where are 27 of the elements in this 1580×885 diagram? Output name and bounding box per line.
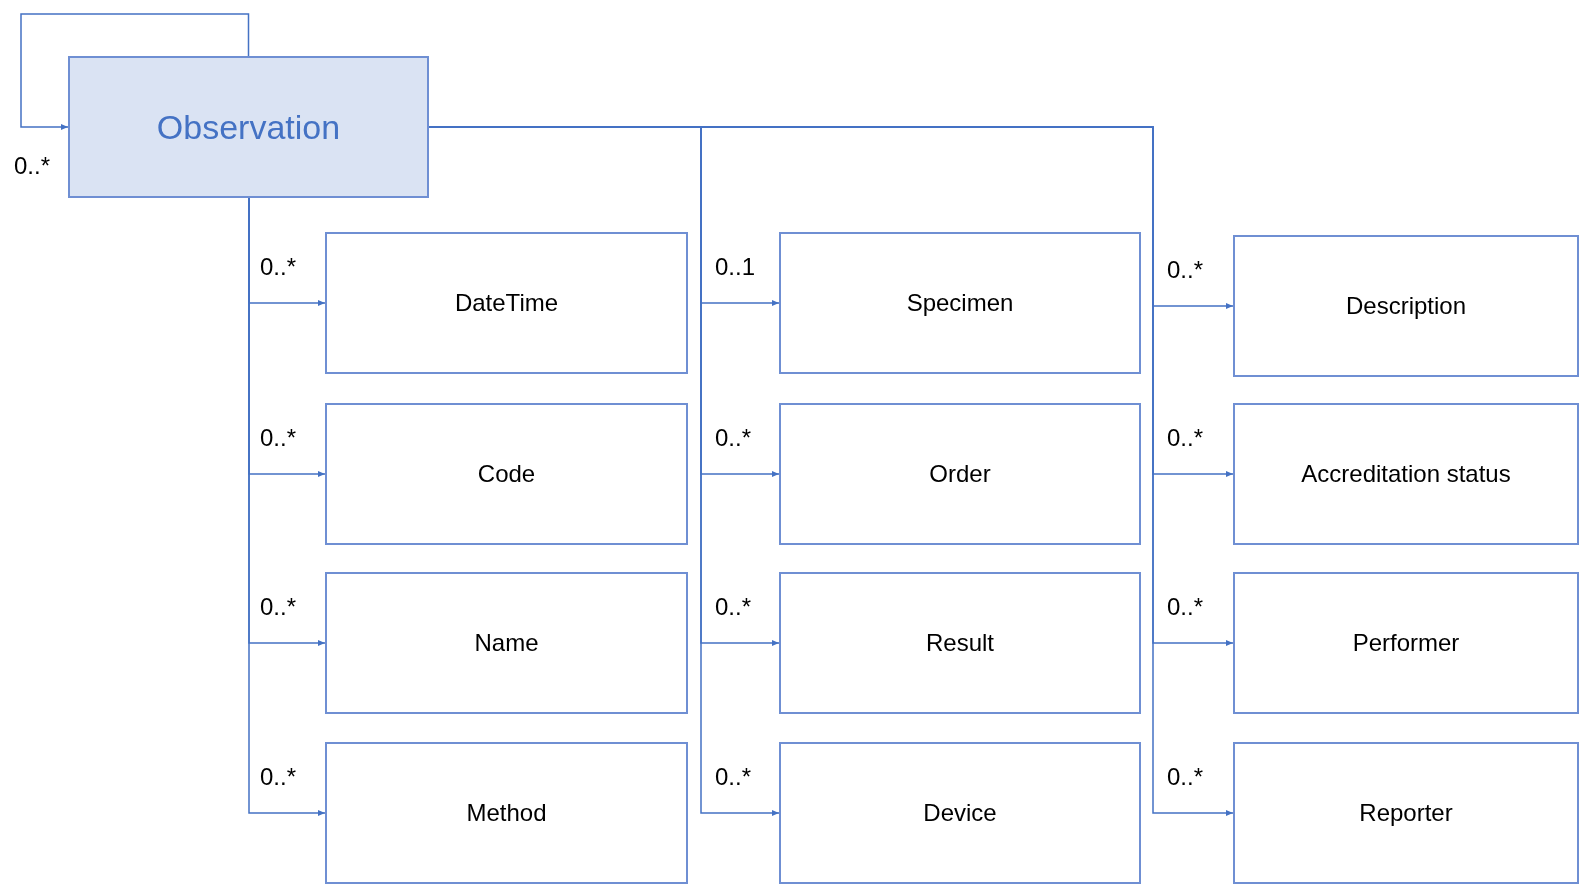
class-name: Device bbox=[923, 798, 997, 828]
class-name: Performer bbox=[1352, 628, 1460, 658]
class-name: Method bbox=[466, 798, 547, 828]
class-box bbox=[68, 56, 429, 198]
class-name: Name bbox=[474, 628, 539, 658]
class-box bbox=[325, 742, 688, 884]
class-box bbox=[779, 742, 1141, 884]
class-box bbox=[779, 572, 1141, 714]
class-name: Result bbox=[926, 628, 994, 658]
class-box bbox=[325, 572, 688, 714]
class-name: Order bbox=[929, 459, 991, 489]
class-box bbox=[779, 403, 1141, 545]
class-box bbox=[325, 403, 688, 545]
class-name: Specimen bbox=[906, 288, 1014, 318]
class-box bbox=[1233, 235, 1579, 377]
class-name: DateTime bbox=[454, 288, 559, 318]
class-box bbox=[325, 232, 688, 374]
class-name: Code bbox=[477, 459, 536, 489]
class-name: Accreditation status bbox=[1301, 459, 1511, 489]
class-name: Reporter bbox=[1359, 798, 1453, 828]
class-name: Observation bbox=[156, 106, 341, 148]
class-box bbox=[1233, 742, 1579, 884]
class-box bbox=[1233, 572, 1579, 714]
class-box bbox=[779, 232, 1141, 374]
class-name: Description bbox=[1345, 291, 1466, 321]
class-box bbox=[1233, 403, 1579, 545]
connector-arrow bbox=[20, 13, 250, 130]
